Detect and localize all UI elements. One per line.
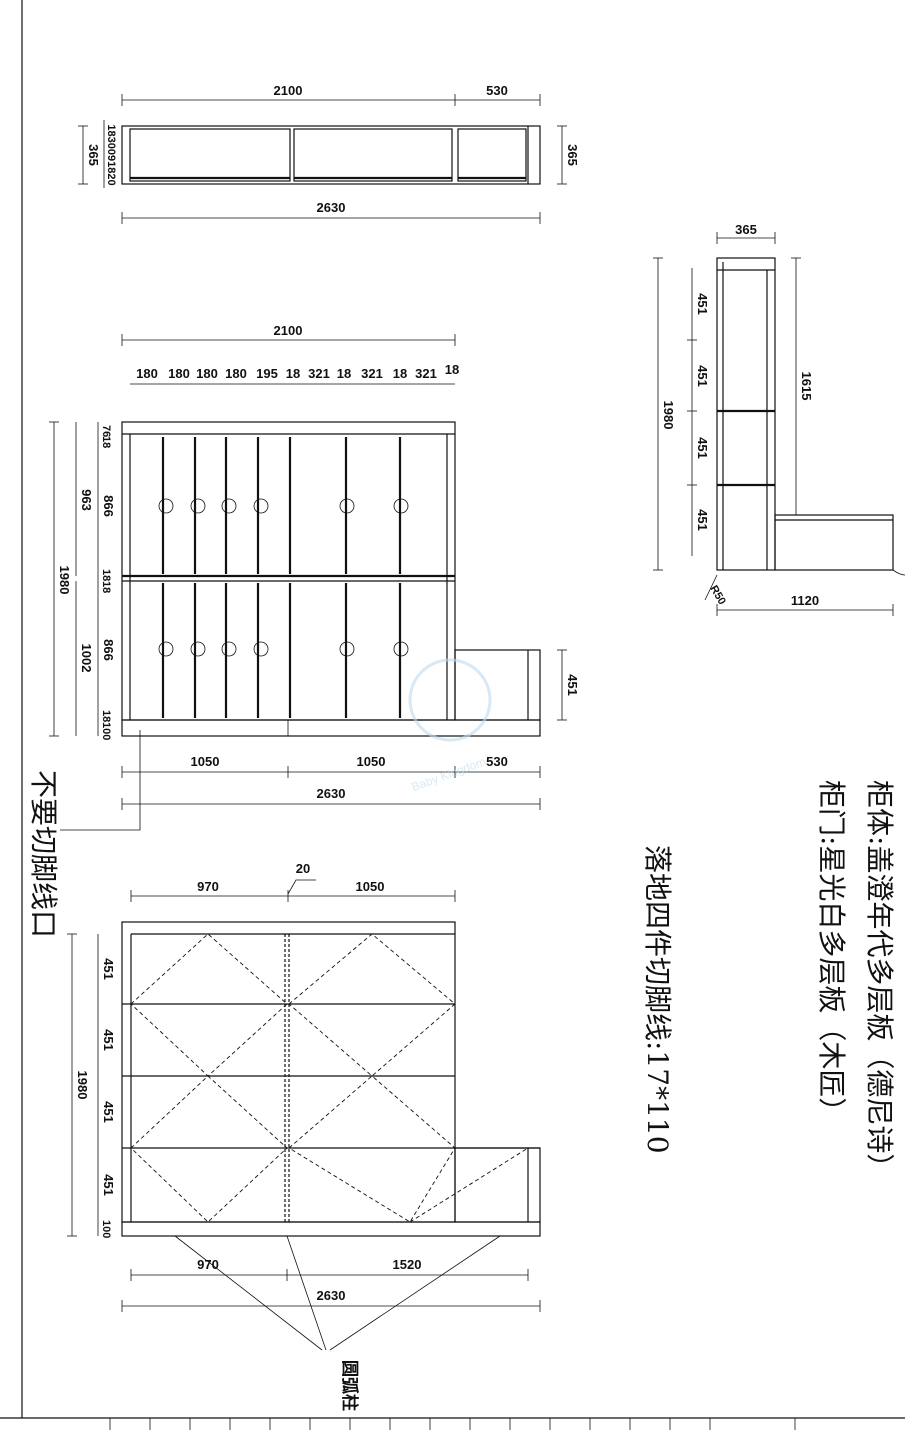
watermark-logo: Baby Kingdom (408, 658, 492, 794)
back-row-1: 451 (101, 1029, 116, 1051)
front-bottom-1050a: 1050 (191, 754, 220, 769)
top-plan-view: 2100 530 365 1830091820 365 2630 (78, 83, 580, 224)
top-dim-2100: 2100 (274, 83, 303, 98)
seg-1: 180 (168, 366, 190, 381)
door-handles (158, 498, 409, 657)
seg-7: 18 (337, 366, 351, 381)
segment-dims: 180 180 180 180 195 18 321 18 321 18 321… (136, 362, 459, 381)
seg-4: 195 (256, 366, 278, 381)
back-bottom-970: 970 (197, 1257, 219, 1272)
front-upper: 963 (79, 489, 94, 511)
side-dim-1615: 1615 (799, 372, 814, 401)
back-dim-20: 20 (296, 861, 310, 876)
seg-10: 321 (415, 366, 437, 381)
note-skirting: 落地四件切脚线:17*110 (641, 845, 674, 1154)
front-sidecab-451: 451 (565, 674, 580, 696)
side-shelf-2: 451 (695, 437, 710, 459)
front-lbl-76: 76 (100, 425, 112, 437)
front-lower: 1002 (79, 644, 94, 673)
front-lbl-18a: 18 (100, 436, 112, 448)
seg-11: 18 (445, 362, 459, 377)
back-row-4: 100 (100, 1220, 112, 1238)
watermark-text: Baby Kingdom (410, 754, 488, 794)
back-bottom-2630: 2630 (317, 1288, 346, 1303)
back-height-1980: 1980 (75, 1071, 90, 1100)
front-lbl-18b: 18 (100, 569, 112, 581)
side-radius: R50 (707, 584, 727, 607)
side-depth-365: 365 (735, 222, 757, 237)
callout-arc-column: 圆弧柱 (339, 1360, 360, 1411)
seg-5: 18 (286, 366, 300, 381)
front-lbl-866b: 866 (101, 639, 116, 661)
top-right-depth: 365 (565, 144, 580, 166)
seg-6: 321 (308, 366, 330, 381)
seg-0: 180 (136, 366, 158, 381)
side-dim-1120: 1120 (791, 593, 819, 608)
front-height: 1980 (57, 566, 72, 595)
side-shelf-3: 451 (695, 509, 710, 531)
seg-3: 180 (225, 366, 247, 381)
diamond-pattern (130, 933, 529, 1223)
side-view: 365 1980 451 451 451 451 1615 R50 1120 (653, 222, 905, 616)
side-shelf-1: 451 (695, 365, 710, 387)
front-lbl-18d: 18 (100, 710, 112, 722)
seg-8: 321 (361, 366, 383, 381)
front-lbl-100: 100 (100, 722, 112, 740)
back-row-3: 451 (101, 1174, 116, 1196)
seg-9: 18 (393, 366, 407, 381)
back-dim-1050: 1050 (356, 879, 385, 894)
front-bottom-2630: 2630 (317, 786, 346, 801)
front-lbl-866a: 866 (101, 495, 116, 517)
front-bottom-1050b: 1050 (357, 754, 386, 769)
top-left-stack: 1830091820 (105, 124, 117, 185)
title-block-strip (109, 1418, 796, 1430)
note-cabinet-door: 柜门:星光白多层板（木匠） (815, 780, 848, 1125)
back-row-0: 451 (101, 958, 116, 980)
top-left-depth: 365 (86, 144, 101, 166)
front-bottom-530: 530 (486, 754, 508, 769)
top-dim-2630: 2630 (317, 200, 346, 215)
back-row-2: 451 (101, 1101, 116, 1123)
back-bottom-1520: 1520 (393, 1257, 422, 1272)
front-lbl-18c: 18 (100, 581, 112, 593)
note-cabinet-body: 柜体:盖澄年代多层板（德尼诗） (863, 780, 896, 1181)
side-shelf-0: 451 (695, 293, 710, 315)
note-no-cut: 不要切脚线口 (27, 770, 60, 938)
seg-2: 180 (196, 366, 218, 381)
back-dim-970: 970 (197, 879, 219, 894)
top-dim-530: 530 (486, 83, 508, 98)
front-dim-2100: 2100 (274, 323, 303, 338)
back-view: 970 20 1050 1980 451 451 451 451 (67, 861, 541, 1411)
front-elevation: 2100 180 180 180 180 195 18 321 18 321 1… (49, 323, 580, 831)
side-height-1980: 1980 (661, 401, 676, 430)
